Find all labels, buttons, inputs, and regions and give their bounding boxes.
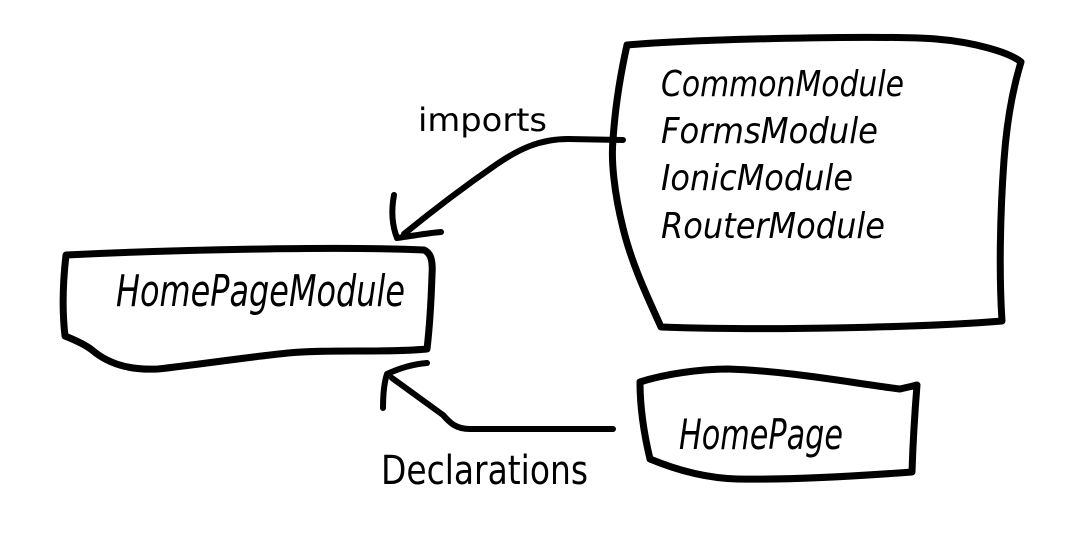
declarations-edge-label: Declarations <box>381 448 588 494</box>
imports-arrow-shaft <box>401 136 626 237</box>
homepage-box: HomePage <box>636 365 921 483</box>
declarations-arrow-shaft <box>389 375 616 432</box>
homepagemodule-label: HomePageModule <box>116 266 405 317</box>
imported-modules-box: CommonModule FormsModule IonicModule Rou… <box>608 33 1025 333</box>
declarations-arrowhead <box>380 360 430 411</box>
module-list-item-commonmodule: CommonModule <box>661 64 904 105</box>
module-list-item-formsmodule: FormsModule <box>661 111 878 152</box>
imports-arrow: imports <box>389 101 626 241</box>
homepage-label: HomePage <box>679 410 843 459</box>
homepage-box-outline <box>636 365 921 483</box>
module-list-item-routermodule: RouterModule <box>661 206 885 247</box>
module-list-item-ionicmodule: IonicModule <box>661 158 853 199</box>
imports-edge-label: imports <box>418 101 547 139</box>
declarations-arrow: Declarations <box>380 360 616 494</box>
imports-arrowhead <box>389 192 444 241</box>
homepagemodule-box: HomePageModule <box>59 244 436 373</box>
imported-modules-box-outline <box>608 33 1025 333</box>
homepagemodule-box-outline <box>59 244 436 373</box>
